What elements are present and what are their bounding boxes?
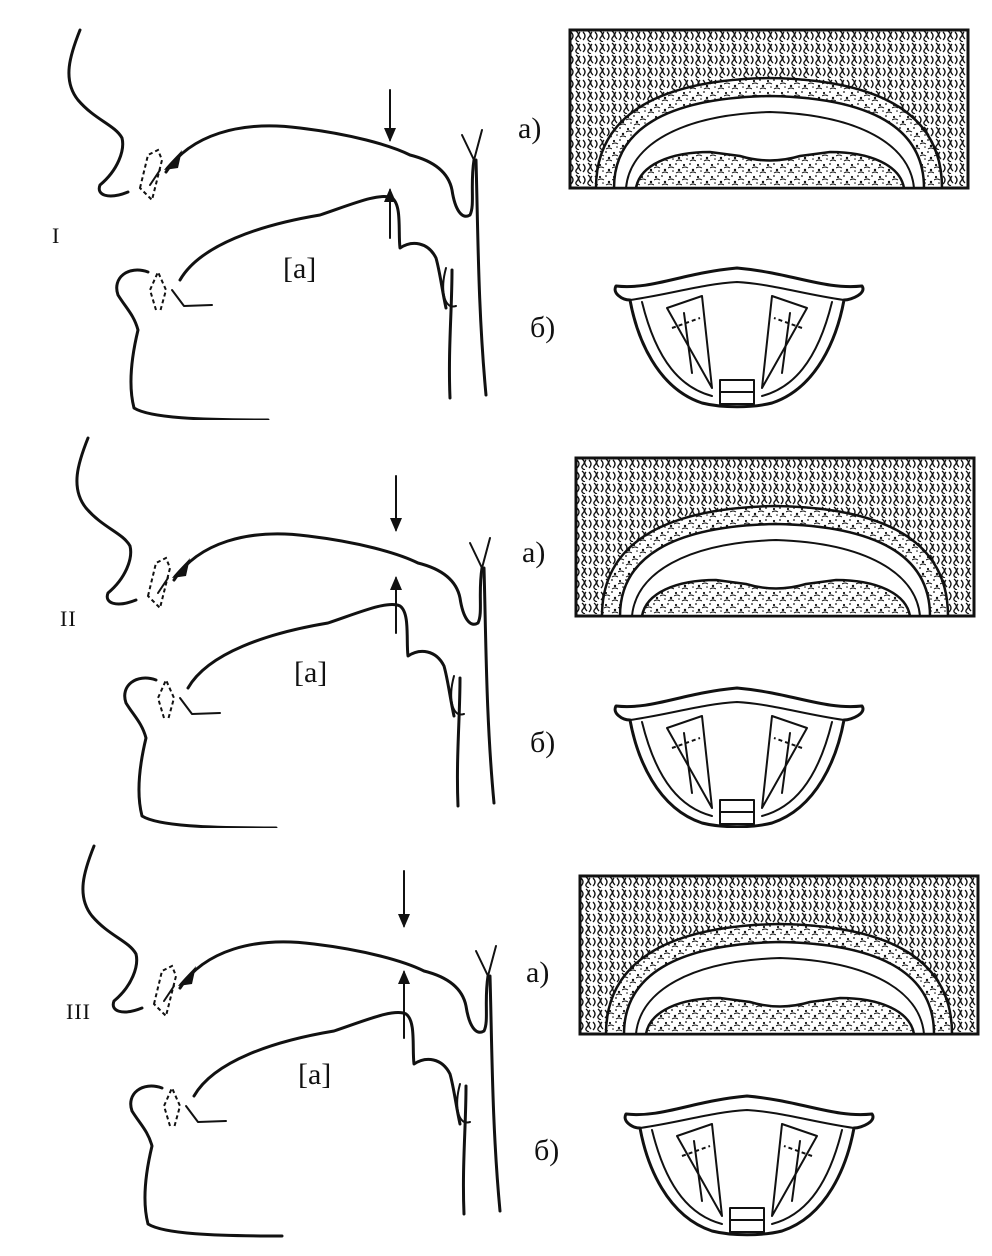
panel-i-drawings xyxy=(0,10,992,420)
vocal-tract-profile xyxy=(77,438,494,828)
vowel-label: [a] xyxy=(283,254,316,284)
panel-iii: III [a] а) б) xyxy=(0,826,992,1236)
vocal-tract-profile xyxy=(83,846,500,1236)
panel-ii: II [a] а) б) xyxy=(0,418,992,828)
panel-iii-drawings xyxy=(0,826,992,1246)
larynx-label: б) xyxy=(534,1136,559,1166)
panel-numeral: III xyxy=(66,1001,91,1023)
palate-label: а) xyxy=(526,958,549,988)
down-arrow-icon xyxy=(390,476,402,532)
larynx-view xyxy=(615,688,863,827)
up-arrow-icon xyxy=(398,970,410,1038)
palate-cross-section xyxy=(580,876,978,1034)
larynx-view xyxy=(615,268,863,407)
larynx-label: б) xyxy=(530,313,555,343)
palate-cross-section xyxy=(570,30,968,188)
vowel-label: [a] xyxy=(294,658,327,688)
palate-label: а) xyxy=(518,114,541,144)
larynx-view xyxy=(625,1096,873,1235)
palate-label: а) xyxy=(522,538,545,568)
larynx-label: б) xyxy=(530,728,555,758)
vocal-tract-profile xyxy=(69,30,486,420)
down-arrow-icon xyxy=(398,871,410,928)
panel-ii-drawings xyxy=(0,418,992,828)
panel-numeral: I xyxy=(52,225,60,247)
down-arrow-icon xyxy=(384,90,396,142)
vowel-label: [a] xyxy=(298,1060,331,1090)
palate-cross-section xyxy=(576,458,974,616)
panel-i: I [a] а) б) xyxy=(0,10,992,420)
panel-numeral: II xyxy=(60,608,77,630)
